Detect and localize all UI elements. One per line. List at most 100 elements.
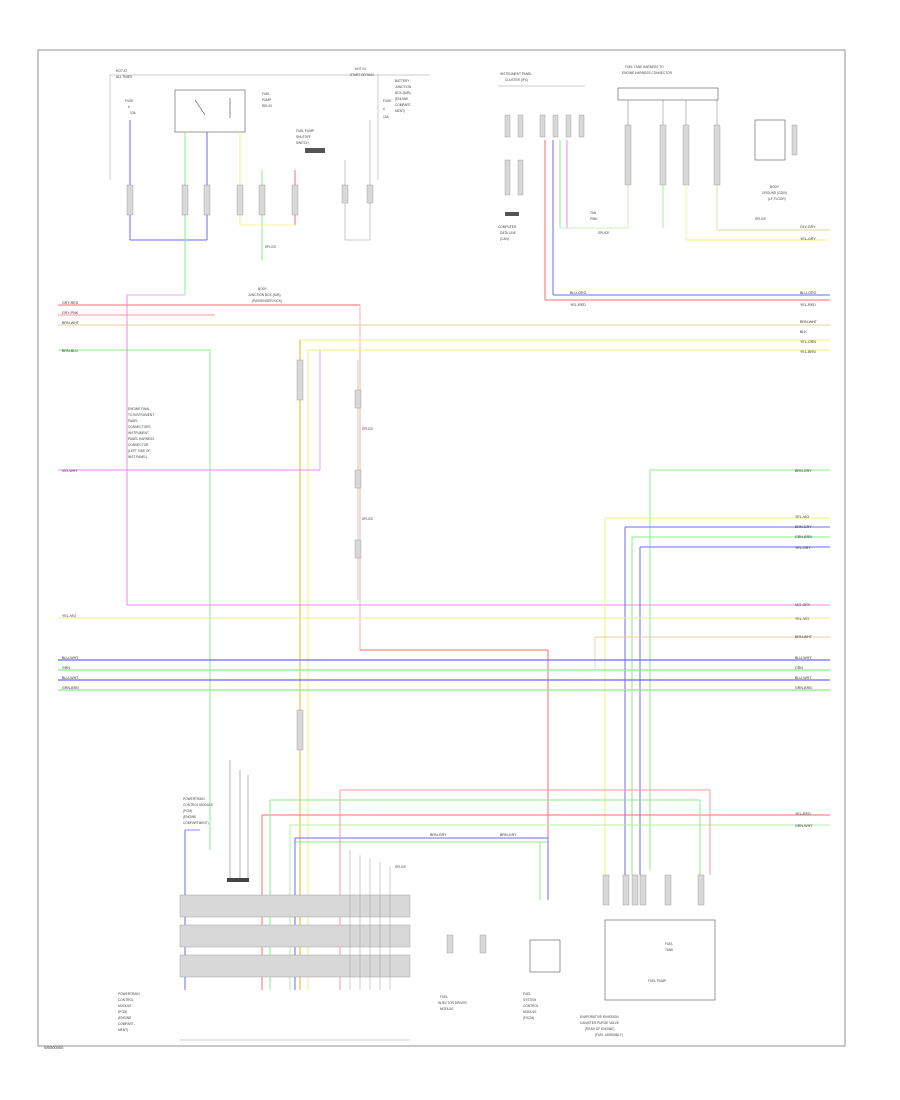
svg-text:ENGINE FINAL: ENGINE FINAL bbox=[128, 407, 150, 411]
svg-text:TANK: TANK bbox=[665, 948, 674, 952]
svg-text:FUEL: FUEL bbox=[262, 92, 270, 96]
svg-text:BRN-GRY: BRN-GRY bbox=[500, 833, 517, 837]
svg-text:GRN-BRN: GRN-BRN bbox=[62, 686, 79, 690]
svg-text:MODULE: MODULE bbox=[440, 1007, 454, 1011]
svg-text:BLU-WHT: BLU-WHT bbox=[62, 656, 79, 660]
svg-text:BRN-WHT: BRN-WHT bbox=[800, 320, 818, 324]
diagram-frame bbox=[37, 49, 846, 1047]
svg-text:(ENGINE: (ENGINE bbox=[118, 1016, 131, 1020]
svg-text:CONTROL: CONTROL bbox=[118, 998, 134, 1002]
svg-text:DATA LINE: DATA LINE bbox=[500, 231, 516, 235]
svg-text:SWITCH: SWITCH bbox=[296, 141, 309, 145]
svg-text:FUSE: FUSE bbox=[125, 99, 134, 103]
svg-text:(PASSENGER KICK): (PASSENGER KICK) bbox=[252, 299, 282, 303]
svg-text:PUMP: PUMP bbox=[262, 98, 271, 102]
svg-text:BATTERY: BATTERY bbox=[395, 79, 410, 83]
svg-text:HOT IN: HOT IN bbox=[355, 67, 366, 71]
svg-text:YEL-BRN: YEL-BRN bbox=[800, 350, 816, 354]
svg-text:MENT): MENT) bbox=[395, 109, 405, 113]
svg-text:YEL-VIO: YEL-VIO bbox=[795, 617, 809, 621]
svg-text:VIO-WHT: VIO-WHT bbox=[62, 469, 78, 473]
svg-text:COMPUTER: COMPUTER bbox=[498, 225, 517, 229]
svg-text:SPLICE: SPLICE bbox=[265, 245, 276, 249]
svg-text:INJECTOR DRIVER: INJECTOR DRIVER bbox=[438, 1001, 468, 1005]
svg-text:10A: 10A bbox=[383, 115, 390, 119]
svg-text:CLUSTER (IPC): CLUSTER (IPC) bbox=[505, 78, 528, 82]
svg-text:(REAR OF ENGINE): (REAR OF ENGINE) bbox=[585, 1027, 614, 1031]
svg-text:COMPART-: COMPART- bbox=[395, 103, 412, 107]
svg-text:ENGINE HARNESS CONNECTOR: ENGINE HARNESS CONNECTOR bbox=[622, 71, 673, 75]
svg-text:BOX (BJB): BOX (BJB) bbox=[395, 91, 411, 95]
svg-text:VIO-GRY: VIO-GRY bbox=[795, 603, 811, 607]
svg-text:GLY-GRY: GLY-GRY bbox=[800, 225, 816, 229]
svg-text:YEL-RED: YEL-RED bbox=[795, 812, 811, 816]
svg-text:BLU-ORG: BLU-ORG bbox=[570, 291, 587, 295]
svg-text:TAN: TAN bbox=[590, 211, 597, 215]
fuel-tank-area: INSTRUMENT PANEL CLUSTER (IPC) FUEL TANK… bbox=[498, 65, 830, 307]
svg-text:RELAY: RELAY bbox=[262, 104, 273, 108]
svg-text:BRN-BLU: BRN-BLU bbox=[62, 349, 78, 353]
svg-text:10A: 10A bbox=[130, 111, 137, 115]
svg-text:BRN-WHT: BRN-WHT bbox=[795, 635, 813, 639]
svg-text:(ENGINE: (ENGINE bbox=[395, 97, 408, 101]
svg-text:INSTRUMENT PANEL: INSTRUMENT PANEL bbox=[500, 72, 532, 76]
svg-text:BODY: BODY bbox=[770, 185, 780, 189]
svg-text:BLK: BLK bbox=[800, 330, 807, 334]
svg-text:YEL-GRN: YEL-GRN bbox=[800, 340, 816, 344]
svg-text:FUEL: FUEL bbox=[665, 942, 673, 946]
svg-text:COMPART-: COMPART- bbox=[118, 1022, 135, 1026]
svg-text:YEL-VIO: YEL-VIO bbox=[62, 614, 76, 618]
svg-text:FUEL: FUEL bbox=[440, 995, 448, 999]
svg-text:YEL-GRY: YEL-GRY bbox=[800, 237, 816, 241]
svg-text:GRN: GRN bbox=[795, 666, 803, 670]
svg-text:MODULE: MODULE bbox=[523, 1010, 537, 1014]
svg-text:SYSTEM: SYSTEM bbox=[523, 998, 536, 1002]
svg-text:TO INSTRUMENT: TO INSTRUMENT bbox=[128, 413, 154, 417]
svg-text:#: # bbox=[128, 105, 130, 109]
svg-text:FUEL: FUEL bbox=[523, 992, 531, 996]
svg-text:GRY-PNK: GRY-PNK bbox=[62, 311, 79, 315]
svg-text:(ENGINE: (ENGINE bbox=[183, 815, 196, 819]
svg-text:MENT): MENT) bbox=[118, 1028, 128, 1032]
svg-text:MODULE: MODULE bbox=[118, 1004, 132, 1008]
svg-text:FUEL PUMP: FUEL PUMP bbox=[648, 979, 666, 983]
svg-text:BODY: BODY bbox=[258, 287, 268, 291]
svg-text:(FUEL ASSEMBLY): (FUEL ASSEMBLY) bbox=[595, 1033, 623, 1037]
svg-text:PANEL: PANEL bbox=[128, 419, 138, 423]
svg-text:BLU-ORG: BLU-ORG bbox=[800, 291, 817, 295]
fuse-relay-area: HOT AT ALL TIMES HOT IN START OR RUN FUS… bbox=[109, 67, 430, 303]
svg-text:BLU-WHT: BLU-WHT bbox=[795, 656, 812, 660]
svg-text:HOT AT: HOT AT bbox=[116, 69, 127, 73]
svg-text:GRN-WHT: GRN-WHT bbox=[795, 824, 813, 828]
svg-text:SPLICE: SPLICE bbox=[598, 231, 609, 235]
svg-text:INST PANEL): INST PANEL) bbox=[128, 455, 147, 459]
svg-text:GROUND (G200): GROUND (G200) bbox=[762, 191, 787, 195]
svg-text:FUEL TANK HARNESS TO: FUEL TANK HARNESS TO bbox=[625, 65, 664, 69]
svg-text:(PCM): (PCM) bbox=[183, 809, 192, 813]
svg-text:BLU-WHT: BLU-WHT bbox=[795, 676, 812, 680]
svg-text:#: # bbox=[383, 107, 385, 111]
svg-text:(FSCM): (FSCM) bbox=[523, 1016, 534, 1020]
svg-text:SPLICE: SPLICE bbox=[362, 427, 373, 431]
svg-text:FUEL PUMP: FUEL PUMP bbox=[296, 129, 314, 133]
svg-text:(LEFT SIDE OF: (LEFT SIDE OF bbox=[128, 449, 150, 453]
svg-text:BRN-GRY: BRN-GRY bbox=[430, 833, 447, 837]
svg-text:YEL-RED: YEL-RED bbox=[570, 303, 586, 307]
svg-text:BRN-GRY: BRN-GRY bbox=[795, 469, 812, 473]
svg-text:BLU-WHT: BLU-WHT bbox=[62, 676, 79, 680]
svg-text:START OR RUN: START OR RUN bbox=[350, 73, 374, 77]
svg-text:CANISTER PURGE VALVE: CANISTER PURGE VALVE bbox=[580, 1021, 619, 1025]
svg-text:YEL-GRY: YEL-GRY bbox=[795, 546, 811, 550]
svg-text:CONNECTOR: CONNECTOR bbox=[128, 443, 149, 447]
pcm-connector-block: POWERTRAIN CONTROL MODULE (PCM) (ENGINE … bbox=[118, 760, 716, 1041]
svg-text:YEL-RED: YEL-RED bbox=[800, 303, 816, 307]
svg-text:POWERTRAIN: POWERTRAIN bbox=[183, 797, 205, 801]
svg-text:(CAN): (CAN) bbox=[500, 237, 509, 241]
svg-text:SPLICE: SPLICE bbox=[395, 865, 406, 869]
svg-text:PANEL HARNESS: PANEL HARNESS bbox=[128, 437, 154, 441]
svg-text:JUNCTION: JUNCTION bbox=[395, 85, 412, 89]
svg-text:SPLICE: SPLICE bbox=[362, 517, 373, 521]
svg-text:EVAPORATIVE EMISSION: EVAPORATIVE EMISSION bbox=[580, 1015, 619, 1019]
svg-text:BRN-GRY: BRN-GRY bbox=[795, 525, 812, 529]
